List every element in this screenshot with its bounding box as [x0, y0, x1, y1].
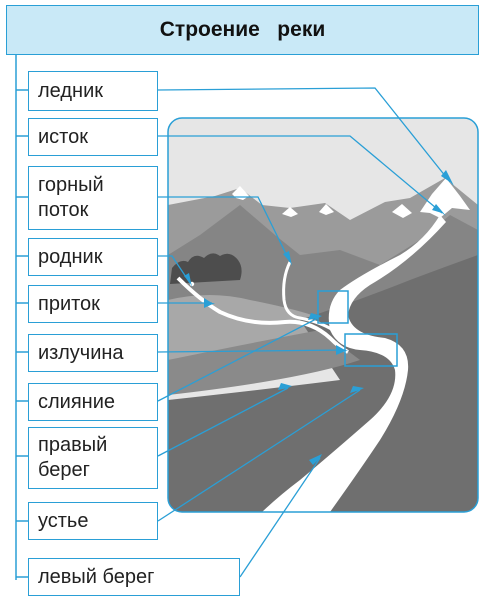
- leader-glacier: [157, 87, 451, 183]
- arrowheads: [184, 170, 454, 465]
- label-right-bank: правый берег: [28, 427, 158, 489]
- leader-source: [158, 135, 443, 214]
- snow-cap: [282, 207, 298, 217]
- leader-spring: [158, 255, 191, 284]
- label-tributary: приток: [28, 285, 158, 323]
- right-bank-land: [168, 255, 478, 512]
- leader-lines: [157, 87, 451, 578]
- arrow-left-bank: [309, 454, 322, 465]
- glacier-snow: [420, 178, 470, 218]
- arrow-source: [432, 204, 446, 216]
- arrow-spring: [184, 273, 192, 287]
- label-glacier: ледник: [28, 71, 158, 111]
- leader-confluence: [157, 317, 319, 402]
- label-spring: родник: [28, 238, 158, 276]
- leader-mouth: [157, 389, 361, 522]
- arrow-mouth: [350, 386, 364, 393]
- diagram-title: Строение реки: [6, 5, 479, 55]
- label-left-bank: левый берег: [28, 558, 240, 596]
- arrow-mountain-stream: [283, 251, 292, 266]
- landscape-illustration: [168, 118, 478, 512]
- label-mountain-stream: горный поток: [28, 166, 158, 230]
- left-bank-land: [168, 330, 360, 395]
- leader-left-bank: [239, 457, 321, 578]
- bracket-ticks: [16, 89, 28, 578]
- confluence-highlight: [317, 290, 349, 324]
- arrow-tributary: [204, 298, 215, 308]
- leader-meander: [157, 349, 346, 353]
- arrow-glacier: [441, 170, 454, 186]
- label-confluence: слияние: [28, 383, 158, 421]
- river: [262, 215, 446, 512]
- arrow-meander: [336, 345, 348, 355]
- leader-mountain-stream: [158, 196, 291, 263]
- snow-cap: [319, 204, 334, 215]
- snow-cap: [392, 204, 412, 218]
- scene-frame: [167, 117, 479, 513]
- label-mouth: устье: [28, 502, 158, 540]
- label-source: исток: [28, 118, 158, 156]
- label-meander: излучина: [28, 334, 158, 372]
- arrow-right-bank: [278, 383, 292, 390]
- arrow-confluence: [308, 313, 322, 320]
- leader-right-bank: [157, 387, 289, 457]
